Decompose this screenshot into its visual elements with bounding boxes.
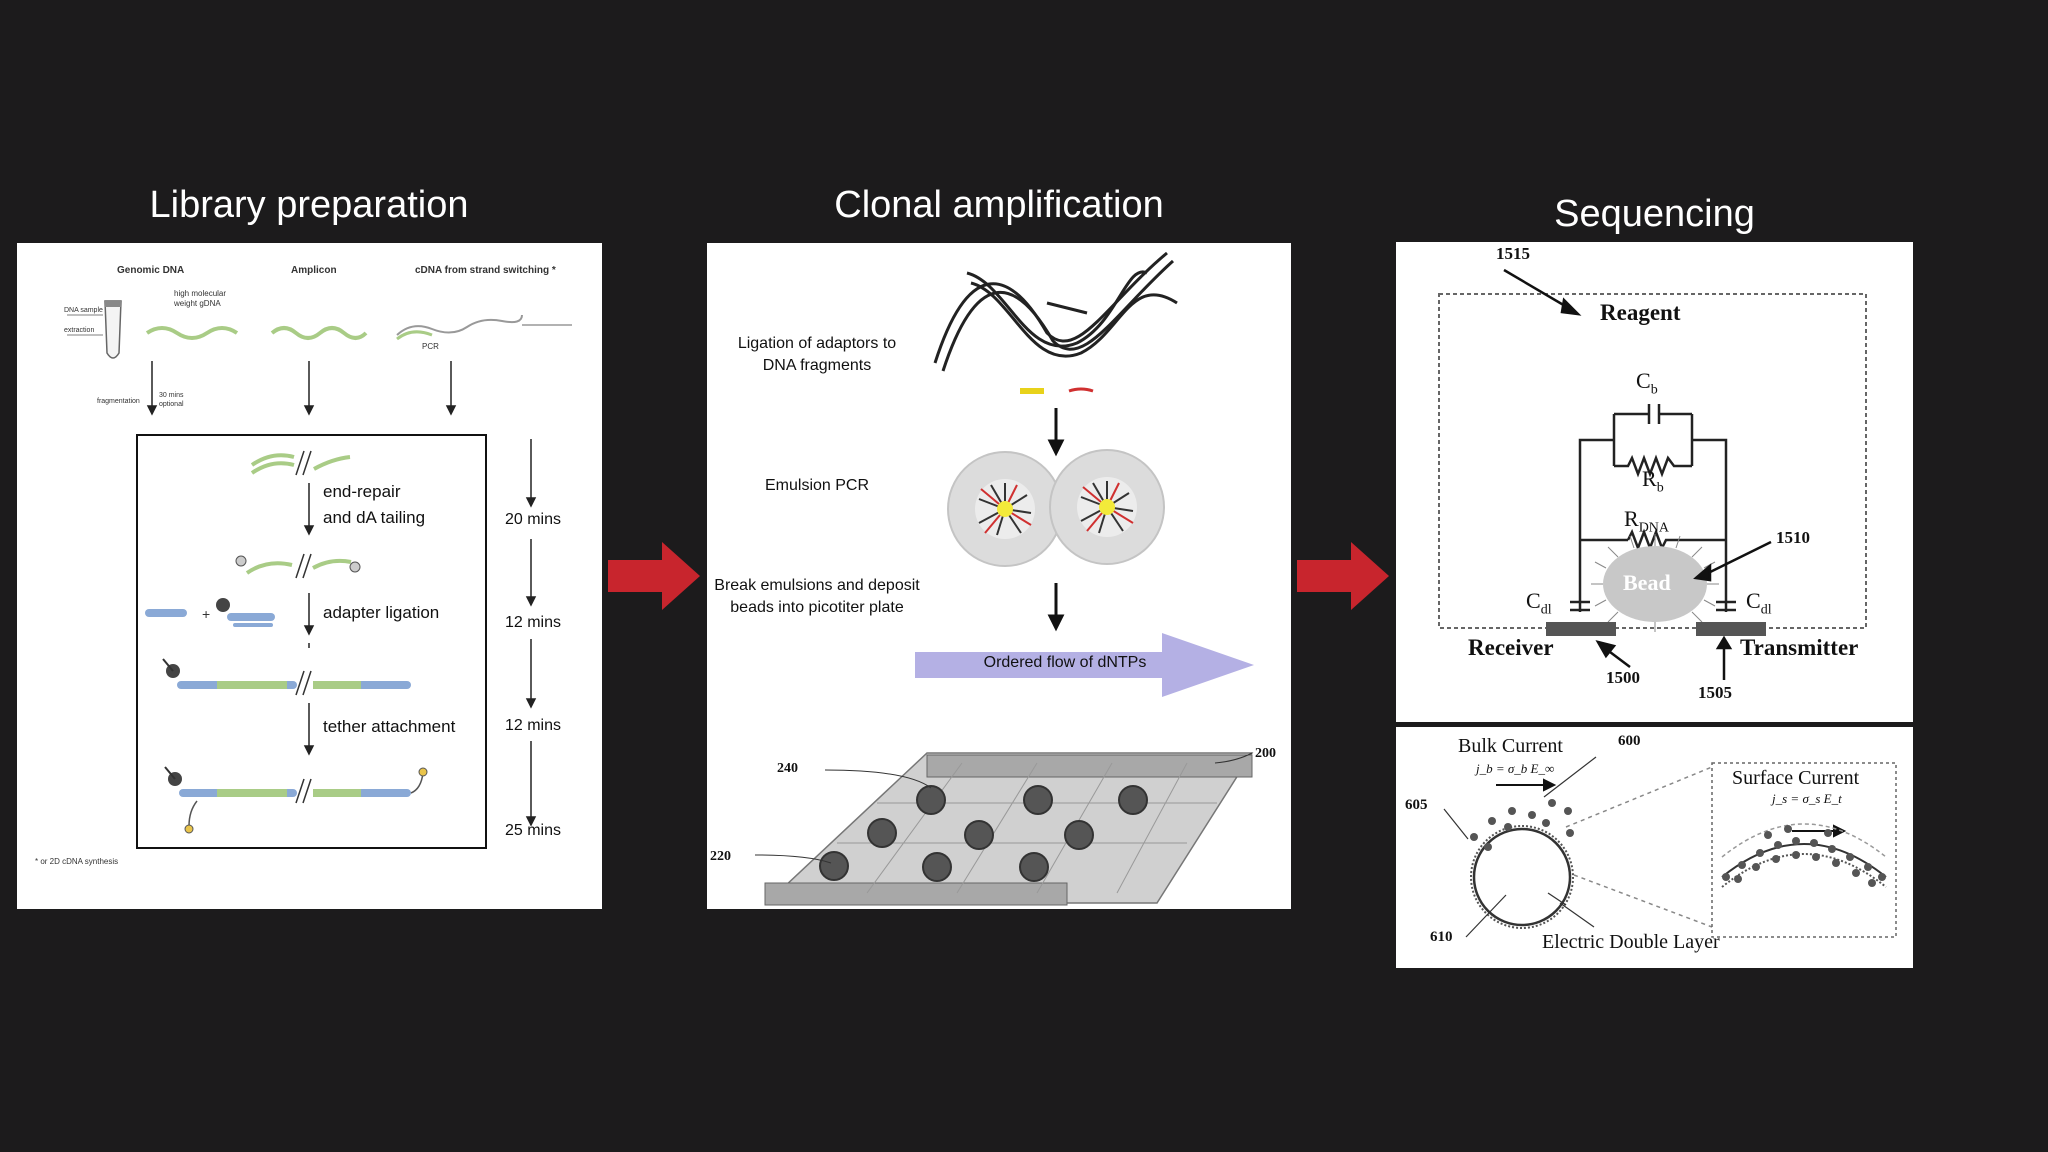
- sequencing-circuit-panel: 1515 Reagent Cb Rb RDNA Bead 1510 Cdl Cd…: [1396, 242, 1913, 722]
- label-ligation: Ligation of adaptors to DNA fragments: [737, 335, 897, 374]
- picotiter-plate: [754, 752, 1254, 906]
- bulk-current-label: Bulk Current: [1458, 735, 1563, 757]
- column-label-amplicon: Amplicon: [291, 265, 337, 276]
- sequencing-circuit-diagram: [1438, 268, 1867, 680]
- bead-label: Bead: [1623, 570, 1671, 595]
- surface-current-equation: j_s = σ_s E_t: [1772, 791, 1842, 806]
- receiver-electrode: [1546, 622, 1616, 636]
- emulsion-droplet-right: [1049, 449, 1165, 565]
- surface-current-label: Surface Current: [1732, 767, 1860, 789]
- arrow-right-icon: [1297, 542, 1389, 610]
- library-prep-diagram: +: [67, 300, 572, 849]
- sample-tube-icon: [67, 300, 122, 359]
- current-diagram: [1443, 756, 1897, 938]
- column-label-cdna: cDNA from strand switching *: [415, 265, 556, 276]
- surface-zoom-box: [1711, 762, 1897, 938]
- tethered-strand: [164, 766, 428, 834]
- title-clonal-amplification: Clonal amplification: [834, 184, 1164, 226]
- cdl-right-label: Cdl: [1746, 588, 1772, 618]
- ref-610: 610: [1430, 929, 1453, 945]
- rdna-label: RDNA: [1624, 506, 1670, 536]
- repaired-strand: [235, 553, 361, 579]
- adapter-icon: +: [145, 598, 275, 627]
- genomic-dna-strand: [145, 326, 239, 340]
- dna-fragments-icon: [933, 251, 1178, 372]
- ion-dots: [1470, 799, 1574, 851]
- ref-605: 605: [1405, 797, 1428, 813]
- optional-time-label: 30 mins optional: [159, 392, 184, 408]
- sequencing-current-panel: Bulk Current j_b = σ_b E_∞ 600 605 Surfa…: [1396, 727, 1913, 968]
- ref-200: 200: [1255, 746, 1276, 761]
- label-break-emulsions: Break emulsions and deposit beads into p…: [714, 577, 920, 616]
- flow-arrow: [915, 633, 1254, 697]
- adaptor-red: [1068, 387, 1094, 393]
- time-12-mins-b: 12 mins: [504, 717, 562, 734]
- hmw-gdna-label: high molecular weight gDNA: [174, 289, 227, 308]
- ref-1510: 1510: [1776, 528, 1810, 547]
- cdl-left-label: Cdl: [1526, 588, 1552, 618]
- bulk-current-equation: j_b = σ_b E_∞: [1476, 761, 1555, 776]
- circuit: [1570, 404, 1736, 612]
- rb-label: Rb: [1642, 466, 1664, 496]
- ref-240: 240: [777, 761, 798, 776]
- reagent-label: Reagent: [1600, 300, 1681, 325]
- fragmentation-label: fragmentation: [97, 398, 140, 405]
- library-preparation-panel: +: [17, 243, 602, 909]
- transmitter-label: Transmitter: [1740, 635, 1859, 660]
- electric-double-layer-label: Electric Double Layer: [1542, 931, 1720, 953]
- footnote: * or 2D cDNA synthesis: [35, 857, 119, 866]
- step-end-repair: end-repair and dA tailing: [323, 482, 426, 527]
- ref-220: 220: [710, 849, 731, 864]
- amplicon-strand: [270, 326, 368, 340]
- adaptor-yellow: [1020, 388, 1044, 394]
- ref-1515: 1515: [1496, 244, 1530, 263]
- tube-label-a: DNA sample: [64, 307, 103, 314]
- tube-label-b: extraction: [64, 327, 95, 334]
- receiver-label: Receiver: [1468, 635, 1554, 660]
- time-20-mins: 20 mins: [504, 511, 562, 528]
- cb-label: Cb: [1636, 368, 1658, 398]
- cdna-strand: [396, 314, 523, 336]
- ref-600: 600: [1618, 733, 1641, 749]
- transmitter-electrode: [1696, 622, 1766, 636]
- clonal-amplification-diagram: [754, 251, 1254, 906]
- ref-1500: 1500: [1606, 668, 1640, 687]
- fragment-strand: [250, 450, 351, 476]
- ligated-strand: [162, 658, 411, 696]
- label-emulsion-pcr: Emulsion PCR: [764, 477, 870, 494]
- ref-1505: 1505: [1698, 683, 1732, 702]
- label-ordered-flow: Ordered flow of dNTPs: [983, 654, 1147, 671]
- time-12-mins-a: 12 mins: [504, 614, 562, 631]
- title-sequencing: Sequencing: [1554, 193, 1755, 235]
- title-library-preparation: Library preparation: [149, 184, 469, 226]
- emulsion-droplet-left: [947, 451, 1063, 567]
- pcr-label: PCR: [422, 342, 439, 351]
- arrow-right-icon: [608, 542, 700, 610]
- column-label-genomic-dna: Genomic DNA: [117, 265, 185, 276]
- bead-icon: [1591, 534, 1719, 632]
- svg-text:+: +: [202, 606, 210, 622]
- bead-circle: [1472, 827, 1572, 927]
- clonal-amplification-panel: Ligation of adaptors to DNA fragments Em…: [707, 243, 1291, 909]
- step-tether-attachment: tether attachment: [323, 717, 456, 736]
- time-25-mins: 25 mins: [504, 822, 562, 839]
- step-adapter-ligation: adapter ligation: [323, 603, 440, 622]
